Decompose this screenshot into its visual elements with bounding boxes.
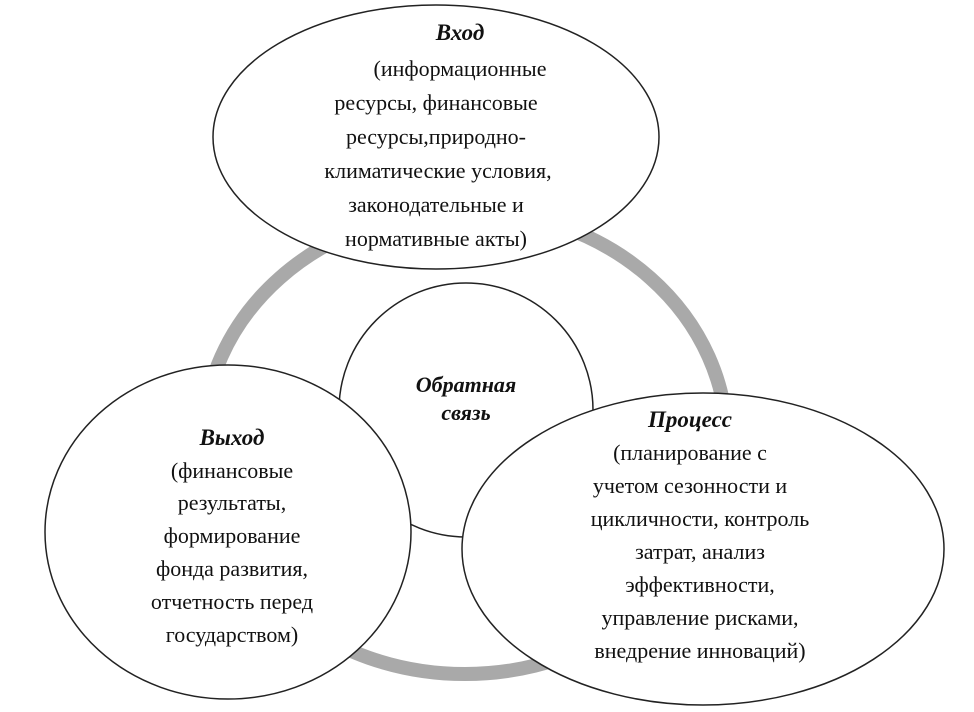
feedback-node: Обратная связь xyxy=(416,372,517,425)
process-line: внедрение инноваций) xyxy=(594,638,805,663)
output-line: (финансовые xyxy=(171,458,293,483)
feedback-label-line: связь xyxy=(441,400,490,425)
input-line: ресурсы,природно- xyxy=(346,124,526,149)
output-line: государством) xyxy=(166,622,299,647)
process-ellipse xyxy=(461,392,945,706)
input-title: Вход xyxy=(435,20,485,45)
process-line: управление рисками, xyxy=(601,605,798,630)
input-line: (информационные xyxy=(374,56,547,81)
process-line: эффективности, xyxy=(625,572,775,597)
process-line: затрат, анализ xyxy=(635,539,765,564)
process-line: цикличности, контроль xyxy=(591,506,809,531)
input-line: нормативные акты) xyxy=(345,226,527,251)
input-node: Вход (информационные ресурсы, финансовые… xyxy=(212,4,660,270)
process-node: Процесс (планирование с учетом сезонност… xyxy=(461,392,945,706)
input-line: климатические условия, xyxy=(324,158,551,183)
process-line: учетом сезонности и xyxy=(593,473,788,498)
output-line: фонда развития, xyxy=(156,556,308,581)
feedback-label-line: Обратная xyxy=(416,372,517,397)
output-line: результаты, xyxy=(178,490,286,515)
output-line: формирование xyxy=(164,523,301,548)
output-line: отчетность перед xyxy=(151,589,313,614)
process-title: Процесс xyxy=(647,407,732,432)
output-title: Выход xyxy=(199,425,265,450)
input-line: законодательные и xyxy=(348,192,524,217)
output-ellipse xyxy=(44,364,412,700)
output-node: Выход (финансовые результаты, формирован… xyxy=(44,364,412,700)
input-line: ресурсы, финансовые xyxy=(334,90,537,115)
input-ellipse xyxy=(212,4,660,270)
process-line: (планирование с xyxy=(613,440,767,465)
